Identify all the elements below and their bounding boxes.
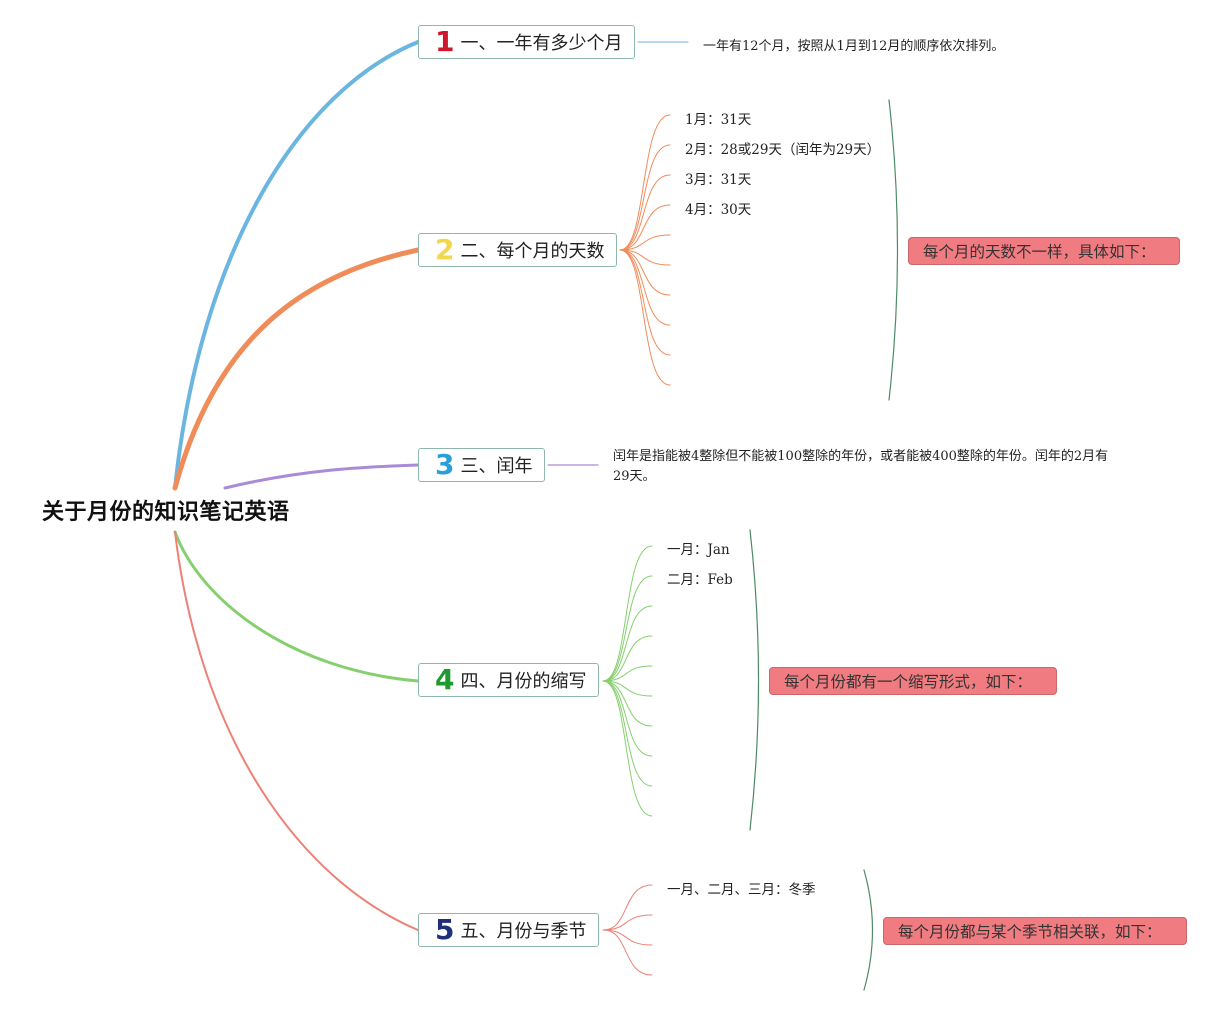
days-fan-line-4 [619,204,671,251]
abbrev-item-1[interactable]: 一月：Jan [667,542,730,558]
bracket-season [863,869,874,991]
root-topic[interactable]: 关于月份的知识笔记英语 [42,500,290,525]
topic-label: 一、一年有多少个月 [460,33,623,54]
abbrev-fan-line-7 [602,680,653,727]
abbrev-fan-line-10 [602,680,653,817]
days-fan-line-8 [619,249,671,326]
days-fan-line-3 [619,174,671,251]
abbrev-fan-line-2 [602,575,653,682]
number-5-icon: 5 [435,913,455,946]
number-3-icon: 3 [435,448,455,481]
days-item-1[interactable]: 1月：31天 [685,112,752,128]
abbrev-fan-line-9 [602,680,653,787]
callout-seasons[interactable]: 每个月份都与某个季节相关联，如下： [883,917,1187,945]
number-2-icon: 2 [435,233,455,266]
abbrev-fan-line-3 [602,605,653,682]
branch-topic-3 [223,463,420,490]
branch-topic-1 [173,40,420,490]
abbrev-fan-line-4 [602,635,653,682]
days-fan-line-10 [619,249,671,386]
topic-leap-year[interactable]: 3 三、闰年 [418,448,546,482]
season-fan-line-2 [602,914,653,931]
note-months-count[interactable]: 一年有12个月，按照从1月到12月的顺序依次排列。 [703,39,1005,54]
days-fan-line-2 [619,144,671,251]
bracket-days [888,99,899,401]
season-fan-line-1 [602,884,653,931]
note-leap-year[interactable]: 闰年是指能被4整除但不能被100整除的年份，或者能被400整除的年份。闰年的2月… [613,449,1109,484]
branch-topic-4 [173,530,420,683]
topic-month-abbreviations[interactable]: 4 四、月份的缩写 [418,663,600,697]
abbrev-fan-line-1 [602,545,653,682]
number-1-icon: 1 [435,25,455,58]
topic-months-count[interactable]: 1 一、一年有多少个月 [418,25,636,59]
abbrev-fan-line-8 [602,680,653,757]
bracket-abbrev [749,529,760,831]
topic-label: 四、月份的缩写 [460,671,587,692]
topic-label: 二、每个月的天数 [460,241,605,262]
branch-topic-2 [172,247,421,491]
season-fan-line-4 [602,929,653,976]
abbrev-fan-line-6 [602,680,653,697]
days-fan-line-9 [619,249,671,356]
topic-days-per-month[interactable]: 2 二、每个月的天数 [418,233,618,267]
days-item-3[interactable]: 3月：31天 [685,172,752,188]
abbrev-fan-line-5 [602,665,653,682]
topic-label: 三、闰年 [460,456,533,477]
number-4-icon: 4 [435,663,455,696]
topic-months-and-seasons[interactable]: 5 五、月份与季节 [418,913,600,947]
abbrev-item-2[interactable]: 二月：Feb [667,572,733,588]
days-item-2[interactable]: 2月：28或29天（闰年为29天） [685,142,881,158]
days-item-4[interactable]: 4月：30天 [685,202,752,218]
topic-label: 五、月份与季节 [460,921,587,942]
branch-topic-5 [174,531,419,931]
season-fan-line-3 [602,929,653,946]
days-fan-line-6 [619,249,671,266]
days-fan-line-7 [619,249,671,296]
callout-days[interactable]: 每个月的天数不一样，具体如下： [908,237,1180,265]
season-item-1[interactable]: 一月、二月、三月：冬季 [667,882,816,898]
callout-abbreviations[interactable]: 每个月份都有一个缩写形式，如下： [769,667,1057,695]
days-fan-line-1 [619,114,671,251]
days-fan-line-5 [619,234,671,251]
